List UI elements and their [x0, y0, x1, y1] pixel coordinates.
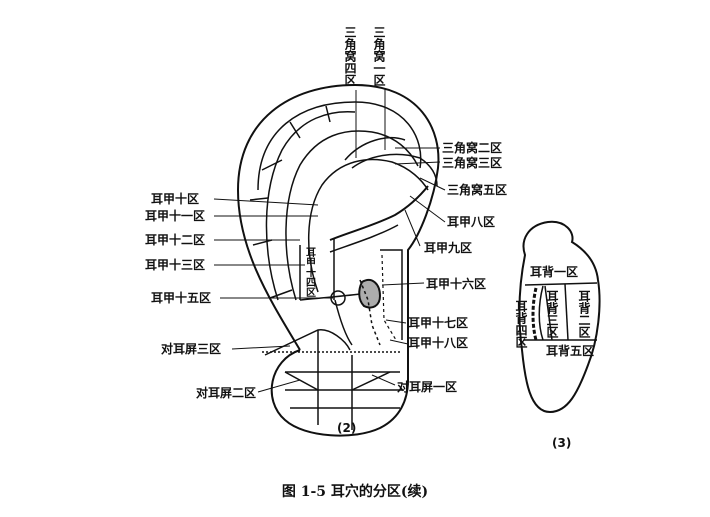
label-back-2: 耳背二区 — [577, 290, 591, 339]
label-concha-11: 耳甲十一区 — [145, 208, 205, 223]
panel-number-right: (3) — [552, 436, 571, 450]
label-triangle-2: 三角窝二区 — [442, 140, 502, 155]
label-back-1: 耳背一区 — [530, 264, 578, 279]
front-leader-lines — [213, 88, 446, 393]
label-concha-12: 耳甲十二区 — [145, 232, 205, 247]
label-triangle-4: 三角窝四区 — [343, 26, 357, 87]
label-concha-10: 耳甲十区 — [151, 191, 199, 206]
back-ear-drawing — [518, 220, 601, 414]
label-concha-15: 耳甲十五区 — [151, 290, 211, 305]
label-back-4: 耳背四区 — [514, 300, 528, 349]
label-concha-13: 耳甲十三区 — [145, 257, 205, 272]
label-concha-16: 耳甲十六区 — [426, 276, 486, 291]
panel-number-left: (2) — [337, 421, 356, 435]
label-concha-14: 耳甲十四区 — [304, 247, 316, 297]
label-concha-9: 耳甲九区 — [424, 240, 472, 255]
label-concha-8: 耳甲八区 — [447, 215, 495, 229]
label-back-3: 耳背三区 — [545, 290, 559, 339]
label-triangle-3: 三角窝三区 — [442, 155, 502, 170]
label-concha-17: 耳甲十七区 — [408, 315, 468, 330]
label-concha-18: 耳甲十八区 — [408, 335, 468, 350]
front-ear-drawing — [236, 83, 440, 437]
label-antitragus-1: 对耳屏一区 — [397, 379, 457, 394]
label-antitragus-3: 对耳屏三区 — [161, 341, 221, 356]
label-triangle-5: 三角窝五区 — [447, 182, 507, 197]
figure-caption: 图 1-5 耳穴的分区(续) — [281, 484, 429, 500]
label-triangle-1: 三角窝一区 — [372, 26, 386, 87]
label-back-5: 耳背五区 — [546, 343, 594, 358]
label-antitragus-2: 对耳屏二区 — [196, 385, 256, 400]
